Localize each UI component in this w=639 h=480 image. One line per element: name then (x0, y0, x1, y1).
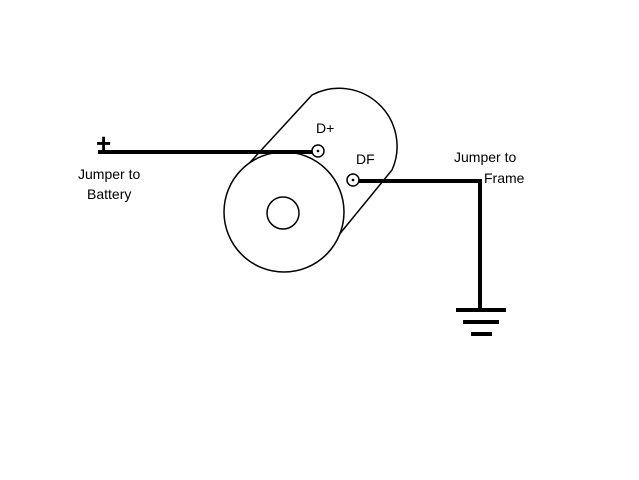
frame-label-line1: Jumper to (454, 149, 517, 165)
plus-sign: + (96, 128, 112, 158)
d-plus-label: D+ (316, 120, 335, 136)
generator-body (223, 87, 398, 273)
generator-housing-outline (242, 87, 398, 237)
generator-front-face (223, 151, 345, 273)
d-plus-terminal (311, 144, 325, 158)
frame-label-line2: Frame (484, 170, 525, 186)
battery-label-line1: Jumper to (78, 166, 141, 182)
df-terminal (346, 173, 360, 187)
generator-shaft (266, 196, 300, 230)
battery-label-line2: Battery (87, 186, 132, 202)
frame-wire (359, 179, 482, 310)
df-label: DF (356, 151, 375, 167)
ground-symbol-icon (456, 308, 506, 336)
